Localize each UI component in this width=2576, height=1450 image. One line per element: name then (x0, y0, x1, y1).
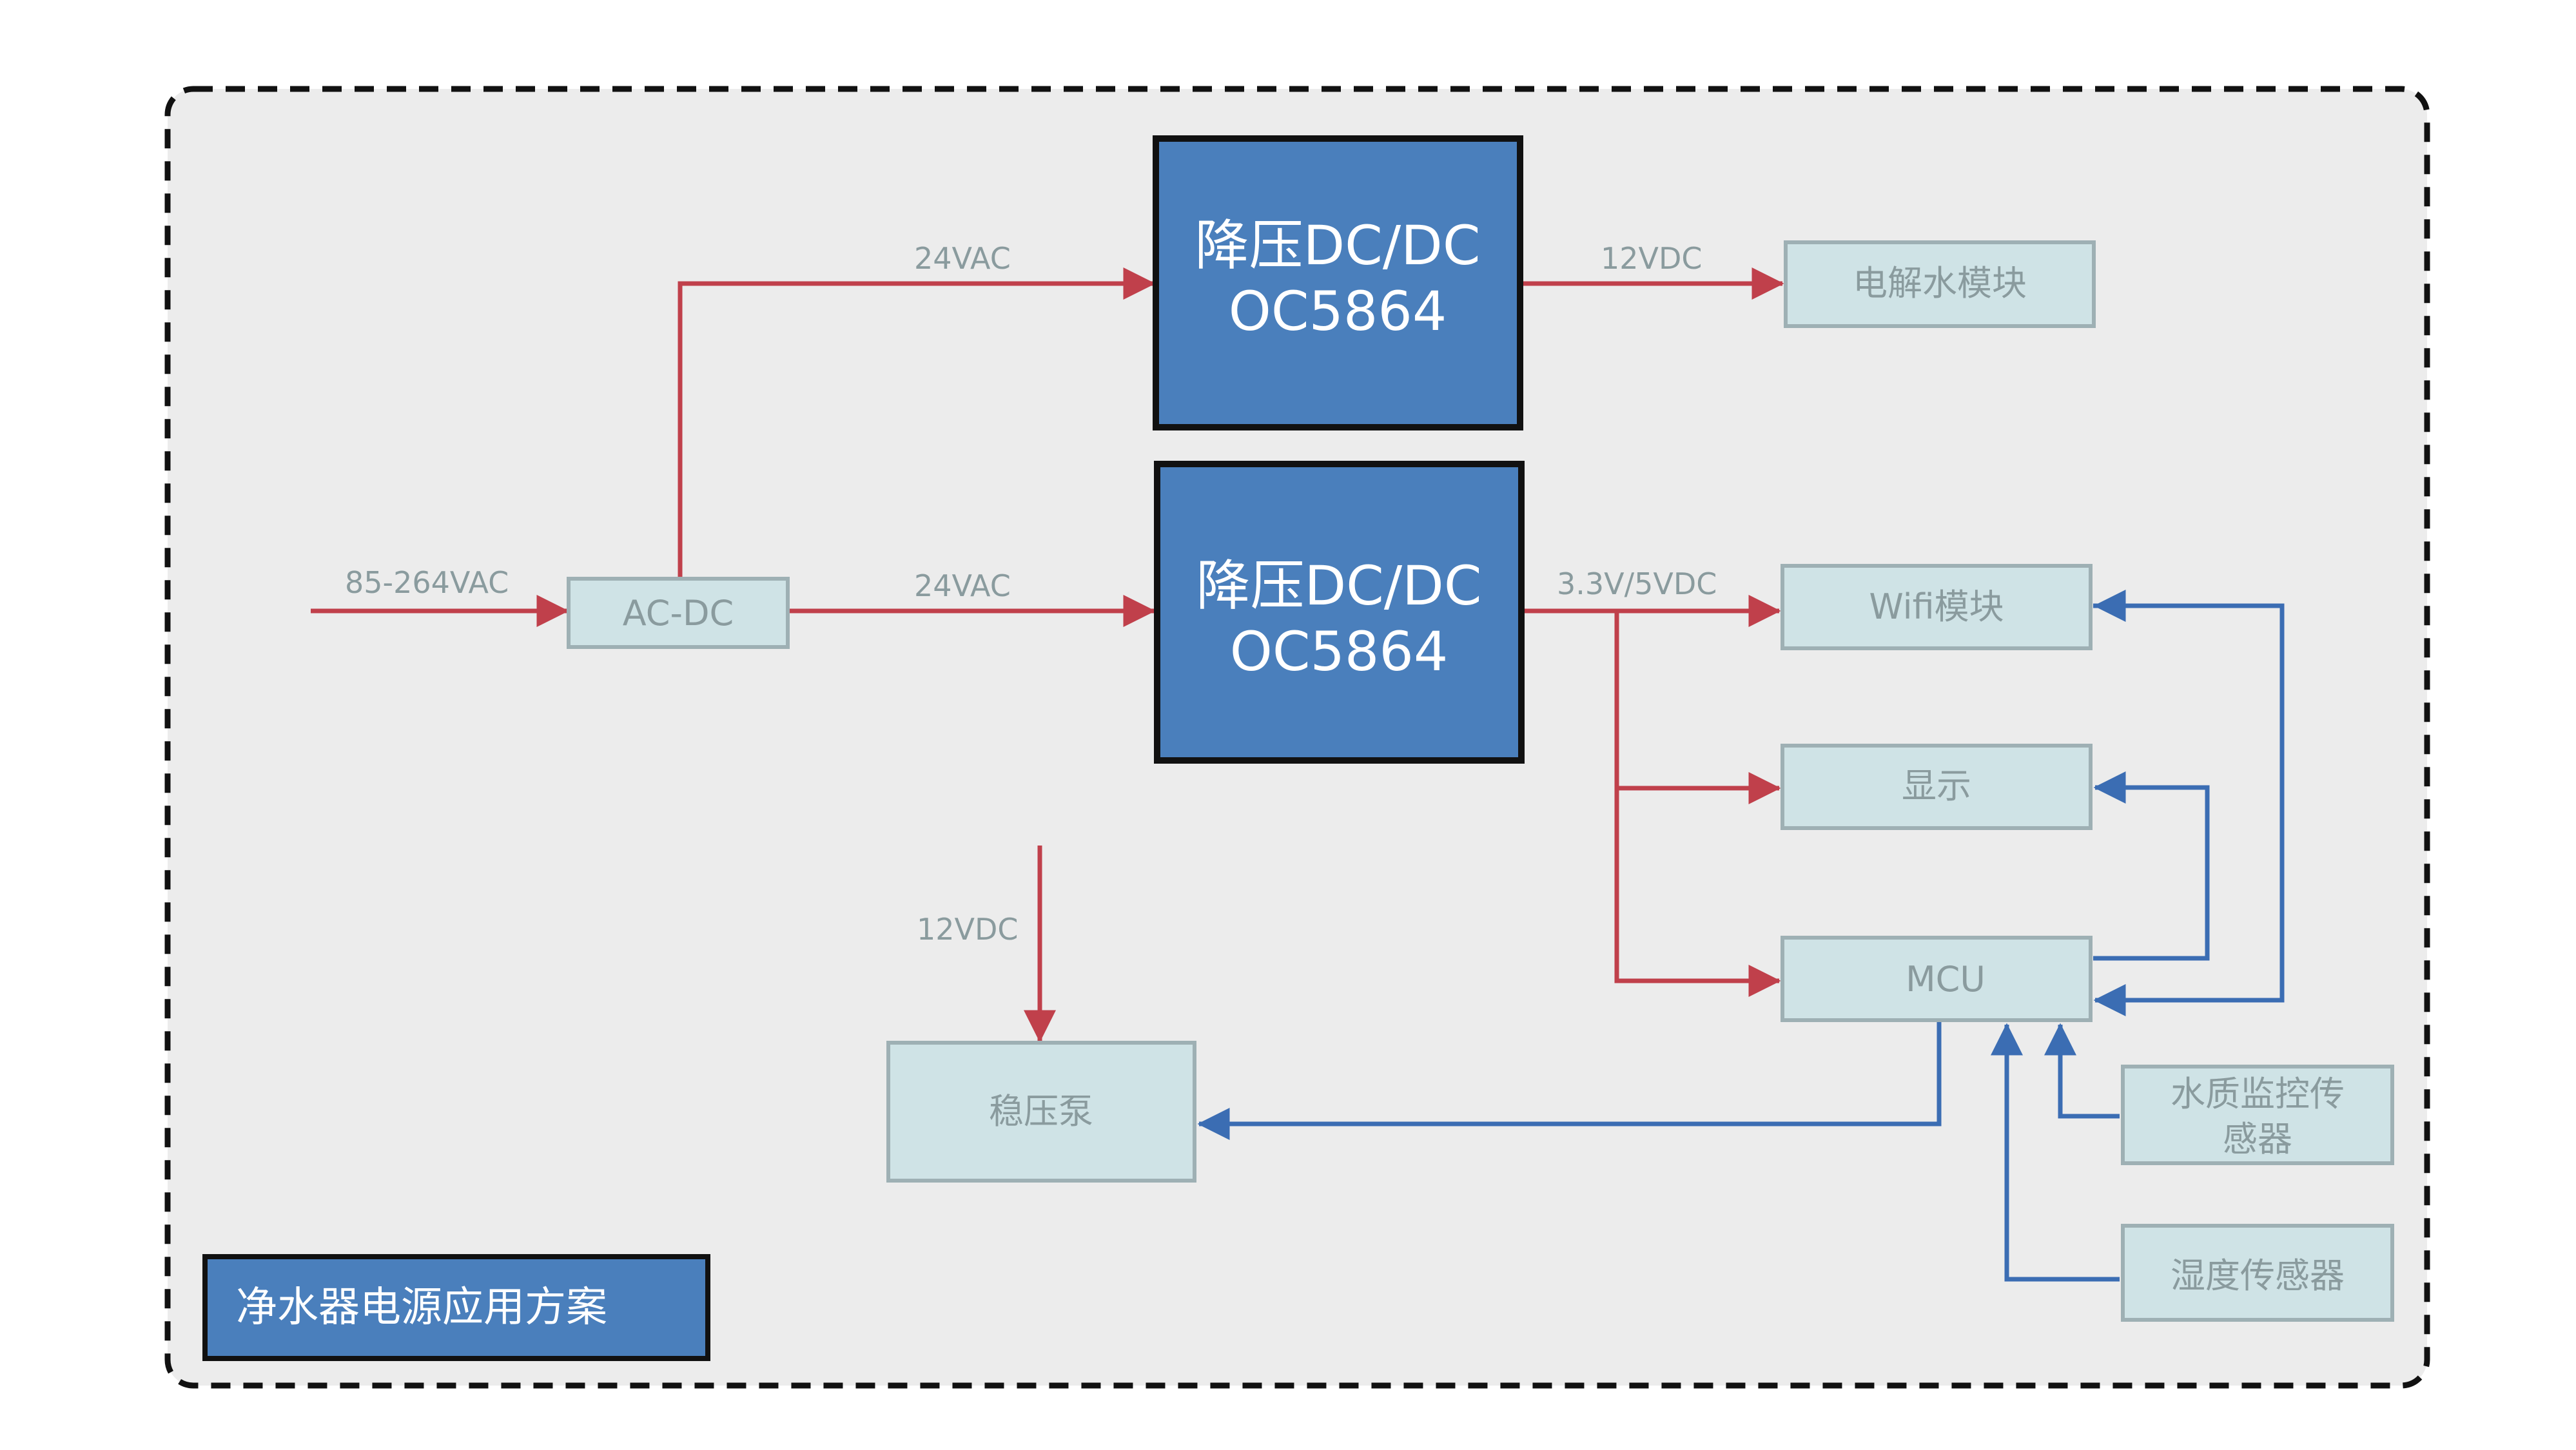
svg-text:MCU: MCU (1906, 959, 1986, 1000)
node-water-quality-sensor: 水质监控传 感器 (2121, 1065, 2394, 1165)
node-dcdc-converter-1: 降压DC/DC OC5864 (1153, 135, 1523, 430)
node-pump: 稳压泵 (886, 1041, 1196, 1183)
diagram-title-box: 净水器电源应用方案 (202, 1254, 710, 1361)
edge-mcu-to-display (2093, 771, 2210, 961)
edge-dcdc2-to-mcu (1614, 788, 1781, 997)
svg-text:降压DC/DC: 降压DC/DC (1196, 554, 1482, 617)
svg-text:OC5864: OC5864 (1229, 280, 1447, 343)
svg-text:显示: 显示 (1902, 766, 1971, 806)
svg-text:电解水模块: 电解水模块 (1853, 263, 2027, 304)
svg-text:水质监控传: 水质监控传 (2171, 1074, 2345, 1114)
node-mcu: MCU (1781, 936, 2093, 1022)
edge-label-pump-in: 12VDC (917, 912, 1019, 947)
node-acdc: AC-DC (567, 577, 790, 649)
edge-label-dcdc2-out: 3.3V/5VDC (1557, 566, 1717, 601)
edge-label-acdc-to-dcdc1: 24VAC (914, 241, 1011, 276)
svg-text:湿度传感器: 湿度传感器 (2171, 1255, 2345, 1296)
node-dcdc-converter-2: 降压DC/DC OC5864 (1154, 461, 1525, 764)
diagram-title: 净水器电源应用方案 (236, 1284, 607, 1331)
svg-text:降压DC/DC: 降压DC/DC (1195, 214, 1481, 277)
svg-text:AC-DC: AC-DC (623, 593, 734, 633)
edge-mcu-to-pump (1197, 1020, 1942, 1140)
svg-text:稳压泵: 稳压泵 (989, 1091, 1093, 1132)
node-wifi-module: Wifi模块 (1781, 564, 2093, 650)
svg-text:OC5864: OC5864 (1230, 620, 1449, 683)
edge-water-sensor-to-mcu (2044, 1023, 2120, 1119)
svg-text:感器: 感器 (2223, 1119, 2292, 1159)
svg-text:Wifi模块: Wifi模块 (1869, 586, 2004, 627)
node-electrolysis-module: 电解水模块 (1784, 240, 2096, 328)
node-humidity-sensor: 湿度传感器 (2121, 1224, 2394, 1322)
edge-label-acdc-to-dcdc2: 24VAC (914, 568, 1011, 603)
edge-acdc-to-dcdc1 (678, 267, 1156, 579)
edge-label-input: 85-264VAC (345, 565, 509, 600)
node-display: 显示 (1781, 744, 2093, 830)
edge-label-dcdc1-out: 12VDC (1601, 241, 1703, 276)
edge-humidity-sensor-to-mcu (1991, 1023, 2120, 1282)
